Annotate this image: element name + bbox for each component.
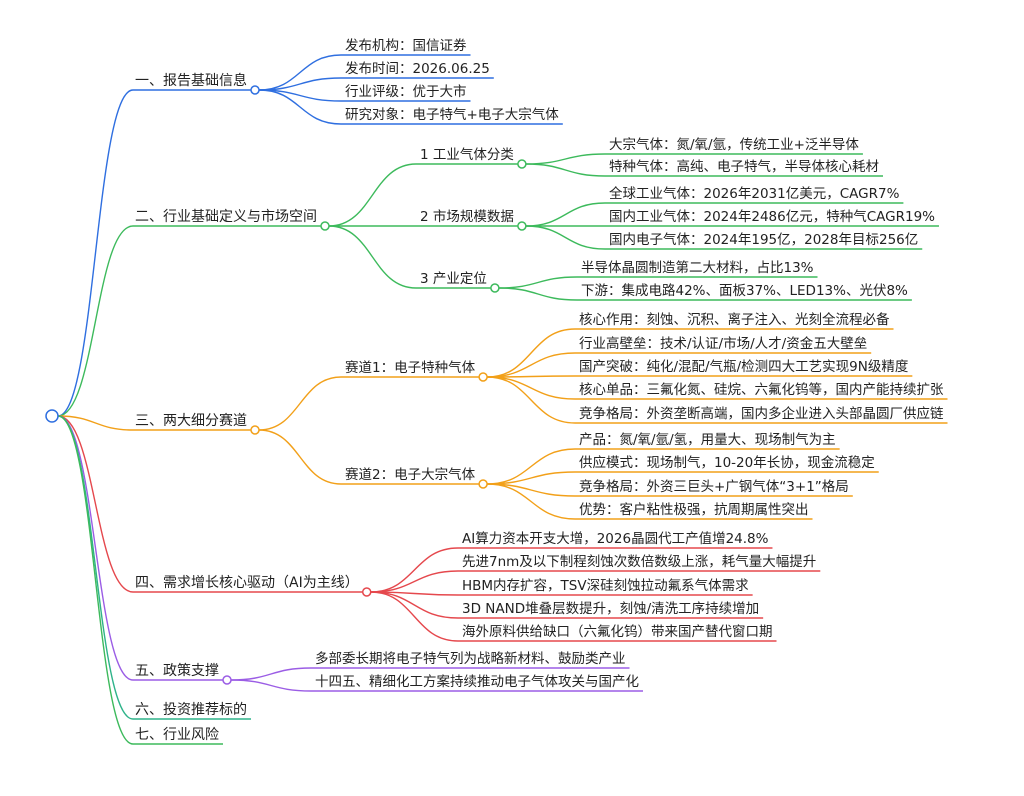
branch-4-leaf-3[interactable]: HBM内存扩容，TSV深硅刻蚀拉动氟系气体需求 (462, 577, 749, 594)
branch-1-leaf-4[interactable]: 研究对象：电子特气+电子大宗气体 (345, 107, 559, 123)
branch-4-connector (57, 415, 134, 593)
branch-2-sub-2-label[interactable]: 2 市场规模数据 (420, 208, 514, 225)
branch-5-connector (57, 415, 134, 681)
branch-4-label[interactable]: 四、需求增长核心驱动（AI为主线） (135, 575, 359, 591)
branch-2-sub-1-leaf-connector (525, 163, 606, 177)
branch-2-sub-1-leaf-1[interactable]: 大宗气体：氮/氧/氩，传统工业+泛半导体 (609, 137, 859, 153)
branch-2-sub-1-label[interactable]: 1 工业气体分类 (420, 147, 514, 163)
branch-3-connector (57, 415, 134, 431)
branch-3-sub-1-leaf-2[interactable]: 行业高壁垒：技术/认证/市场/人才/资金五大壁垒 (579, 335, 867, 352)
branch-3-sub-1-leaf-3[interactable]: 国产突破：纯化/混配/气瓶/检测四大工艺实现9N级精度 (579, 359, 908, 375)
root-node[interactable] (45, 409, 59, 423)
branch-5-collapse-toggle[interactable] (222, 675, 232, 685)
branch-2-sub-1-connector (328, 163, 417, 227)
branch-2-sub-1-leaf-2[interactable]: 特种气体：高纯、电子特气，半导体核心耗材 (609, 158, 879, 175)
branch-2-sub-3-leaf-2[interactable]: 下游：集成电路42%、面板37%、LED13%、光伏8% (581, 283, 908, 299)
branch-4-leaf-connector (370, 547, 459, 593)
branch-3-sub-2-leaf-connector (487, 483, 576, 520)
branch-2-sub-2-collapse-toggle[interactable] (517, 221, 527, 231)
branch-2-sub-3-leaf-connector (498, 276, 578, 289)
branch-3-sub-1-leaf-5[interactable]: 竞争格局：外资垄断高端，国内多企业进入头部晶圆厂供应链 (579, 405, 944, 422)
branch-3-sub-1-leaf-1[interactable]: 核心作用：刻蚀、沉积、离子注入、光刻全流程必备 (579, 311, 890, 328)
branch-3-sub-1-leaf-connector (487, 376, 576, 400)
branch-2-sub-1-collapse-toggle[interactable] (517, 159, 527, 169)
branch-3-sub-2-leaf-1[interactable]: 产品：氮/氧/氩/氢，用量大、现场制气为主 (579, 432, 836, 448)
branch-5-label[interactable]: 五、政策支撑 (135, 662, 219, 679)
branch-2-sub-3-connector (328, 225, 417, 289)
branch-2-sub-1-leaf-connector (525, 153, 606, 165)
branch-3-sub-1-collapse-toggle[interactable] (478, 372, 488, 382)
branch-1-connector (57, 89, 134, 417)
branch-2-sub-2-leaf-1[interactable]: 全球工业气体：2026年2031亿美元，CAGR7% (609, 185, 900, 202)
branch-3-sub-1-leaf-connector (487, 352, 576, 378)
branch-3-sub-1-label[interactable]: 赛道1：电子特种气体 (345, 360, 476, 376)
branch-2-sub-3-collapse-toggle[interactable] (490, 283, 500, 293)
branch-6-label[interactable]: 六、投资推荐标的 (135, 702, 247, 718)
branch-3-label[interactable]: 三、两大细分赛道 (135, 413, 247, 429)
branch-4-leaf-connector (370, 570, 459, 593)
branch-3-collapse-toggle[interactable] (250, 425, 260, 435)
branch-3-sub-1-leaf-connector (487, 376, 576, 424)
branch-2-connector (57, 225, 134, 417)
branch-4-leaf-connector (370, 591, 459, 642)
branch-2-sub-3-leaf-connector (498, 287, 578, 301)
branch-4-leaf-5[interactable]: 海外原料供给缺口（六氟化钨）带来国产替代窗口期 (462, 623, 773, 640)
branch-2-sub-2-leaf-connector (525, 202, 606, 227)
branch-3-sub-2-leaf-2[interactable]: 供应模式：现场制气，10-20年长协，现金流稳定 (579, 454, 875, 471)
branch-2-sub-3-leaf-1[interactable]: 半导体晶圆制造第二大材料，占比13% (581, 259, 814, 276)
branch-3-sub-2-collapse-toggle[interactable] (478, 479, 488, 489)
branch-4-leaf-1[interactable]: AI算力资本开支大增，2026晶圆代工产值增24.8% (462, 531, 769, 547)
branch-5-leaf-connector (230, 667, 312, 681)
branch-3-sub-2-label[interactable]: 赛道2：电子大宗气体 (345, 467, 476, 483)
branch-4-leaf-connector (370, 591, 459, 619)
branch-1-leaf-connector (258, 54, 342, 91)
branch-5-leaf-2[interactable]: 十四五、精细化工方案持续推动电子气体攻关与国产化 (315, 673, 639, 690)
branch-3-sub-1-leaf-connector (487, 328, 576, 378)
branch-2-sub-2-leaf-connector (525, 225, 606, 250)
branch-3-sub-1-leaf-4[interactable]: 核心单品：三氟化氮、硅烷、六氟化钨等，国内产能持续扩张 (579, 381, 944, 398)
branch-3-sub-2-connector (258, 429, 342, 485)
branch-2-sub-3-label[interactable]: 3 产业定位 (420, 271, 487, 287)
branch-1-leaf-3[interactable]: 行业评级：优于大市 (345, 83, 467, 100)
branch-4-collapse-toggle[interactable] (361, 587, 372, 597)
branch-5-leaf-connector (230, 679, 312, 692)
branch-6-connector (57, 415, 134, 720)
branch-1-leaf-1[interactable]: 发布机构：国信证券 (345, 38, 467, 54)
branch-3-sub-1-connector (258, 376, 342, 431)
branch-7-connector (57, 415, 134, 745)
branch-2-sub-2-leaf-3[interactable]: 国内电子气体：2024年195亿，2028年目标256亿 (609, 232, 918, 248)
branch-3-sub-2-leaf-3[interactable]: 竞争格局：外资三巨头+广钢气体“3+1”格局 (579, 478, 849, 495)
branch-1-leaf-2[interactable]: 发布时间：2026.06.25 (345, 61, 490, 77)
branch-5-leaf-1[interactable]: 多部委长期将电子特气列为战略新材料、鼓励类产业 (315, 650, 626, 667)
branch-1-label[interactable]: 一、报告基础信息 (135, 72, 247, 89)
branch-4-leaf-2[interactable]: 先进7nm及以下制程刻蚀次数倍数级上涨，耗气量大幅提升 (462, 554, 816, 570)
connector-lines (57, 54, 948, 745)
branch-4-leaf-4[interactable]: 3D NAND堆叠层数提升，刻蚀/清洗工序持续增加 (462, 601, 759, 617)
branch-1-leaf-connector (258, 89, 342, 125)
branch-3-sub-2-leaf-4[interactable]: 优势：客户粘性极强，抗周期属性突出 (579, 501, 809, 518)
branch-1-collapse-toggle[interactable] (250, 85, 260, 95)
branch-3-sub-2-leaf-connector (487, 448, 576, 485)
branch-7-label[interactable]: 七、行业风险 (135, 727, 219, 743)
branch-2-collapse-toggle[interactable] (320, 221, 330, 231)
branch-2-label[interactable]: 二、行业基础定义与市场空间 (135, 208, 317, 225)
branch-2-sub-2-leaf-2[interactable]: 国内工业气体：2024年2486亿元，特种气CAGR19% (609, 209, 935, 225)
